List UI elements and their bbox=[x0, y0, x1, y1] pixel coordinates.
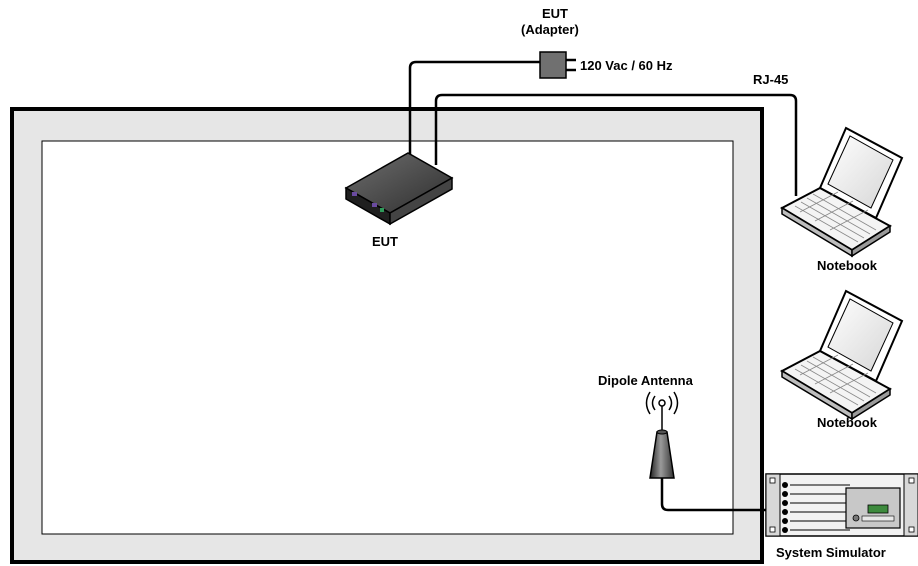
system-simulator-icon bbox=[765, 473, 918, 537]
power-label: 120 Vac / 60 Hz bbox=[580, 58, 673, 73]
notebook-label-2: Notebook bbox=[817, 415, 877, 430]
rj45-label: RJ-45 bbox=[753, 72, 789, 87]
notebook-icon bbox=[779, 289, 904, 421]
rf-cable bbox=[660, 478, 776, 512]
eut-label: EUT bbox=[372, 234, 398, 249]
system-simulator-label: System Simulator bbox=[776, 545, 886, 560]
notebook-icon bbox=[779, 126, 904, 258]
power-cable bbox=[408, 60, 540, 157]
dipole-antenna-icon bbox=[649, 404, 675, 479]
notebook-label-1: Notebook bbox=[817, 258, 877, 273]
adapter-icon bbox=[539, 51, 576, 79]
cables bbox=[408, 60, 798, 512]
adapter-label-line1: EUT bbox=[542, 6, 568, 21]
dipole-antenna-label: Dipole Antenna bbox=[598, 373, 693, 388]
rf-signal-icon bbox=[645, 391, 679, 415]
eut-device-icon bbox=[344, 152, 454, 226]
rj45-cable bbox=[434, 93, 798, 196]
adapter-label-line2: (Adapter) bbox=[521, 22, 579, 37]
